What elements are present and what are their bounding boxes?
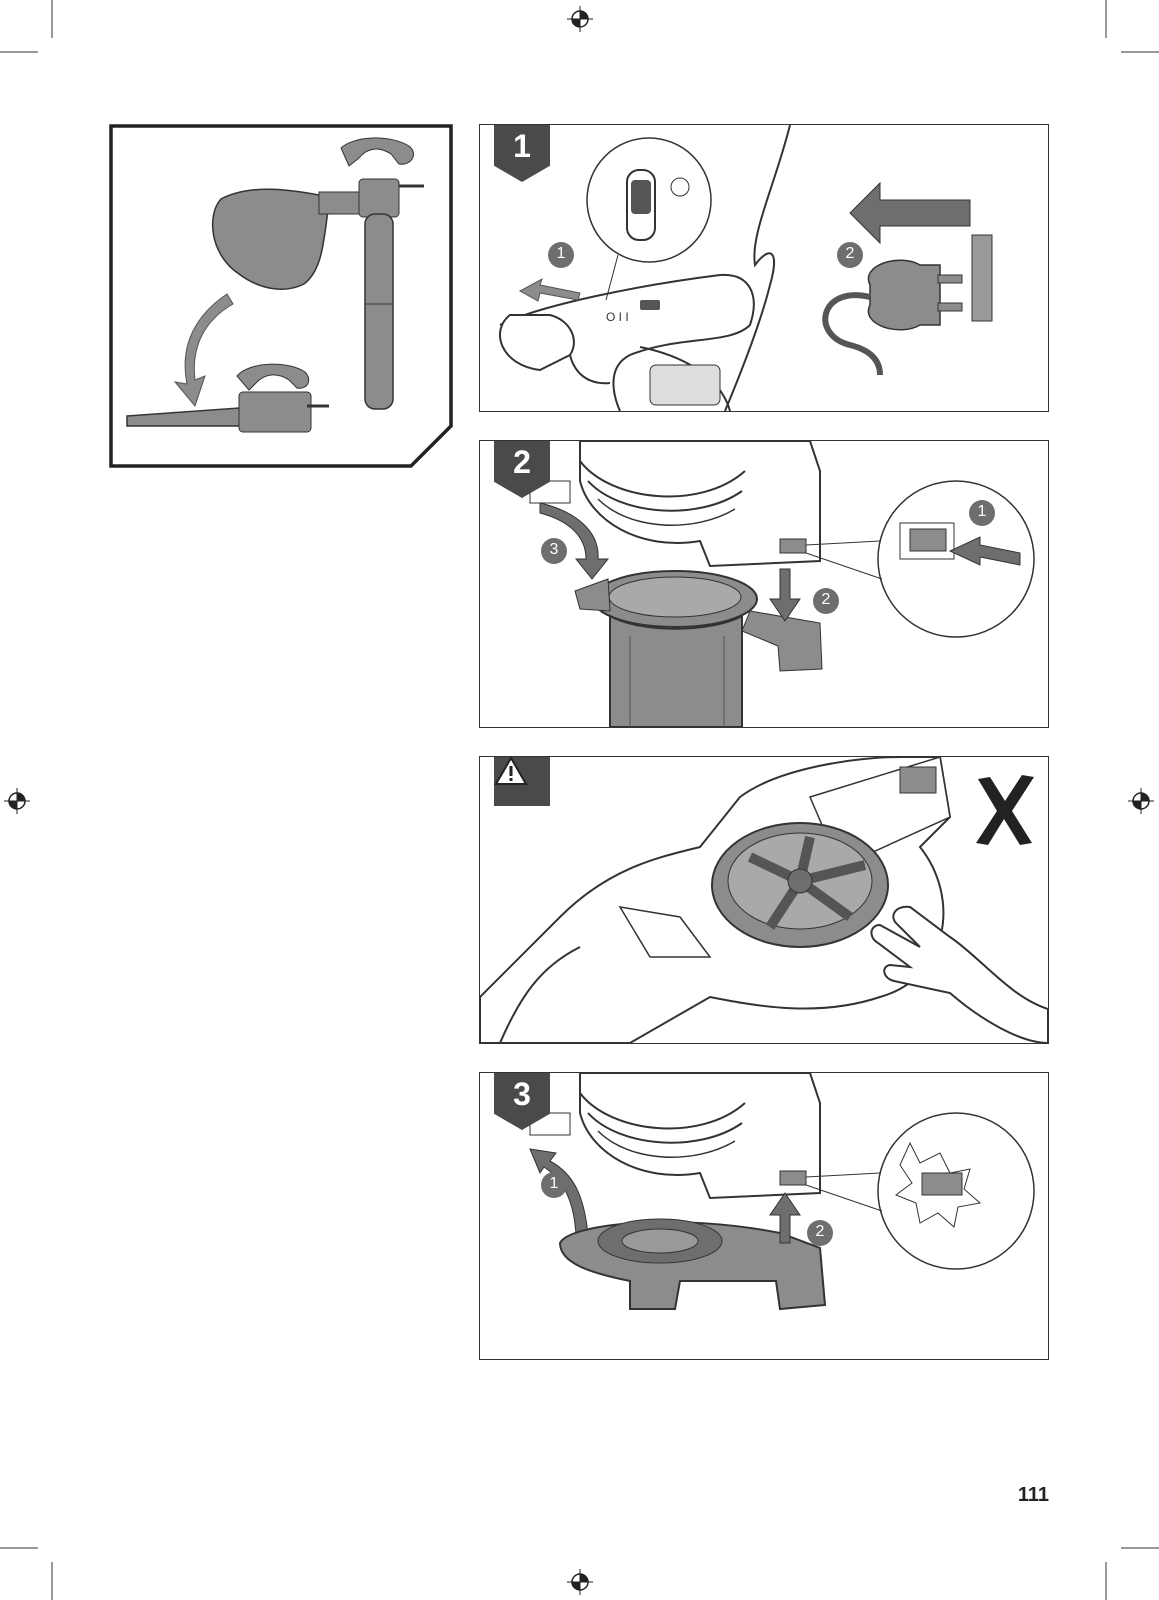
latch-release-icon: [780, 539, 806, 553]
unplug-arrow-icon: [850, 183, 970, 243]
warning-badge: [494, 756, 550, 806]
latch-snap-icon: [780, 1171, 806, 1185]
callout-number: 1: [540, 1175, 568, 1193]
warning-panel: [479, 756, 1049, 1044]
svg-text:O I I: O I I: [606, 310, 629, 324]
callout-number: 1: [547, 245, 575, 263]
power-switch-icon: [640, 300, 660, 310]
callout-number: 1: [968, 503, 996, 521]
callout-number: 3: [540, 541, 568, 559]
callout-number: 2: [806, 1223, 834, 1241]
step-3-panel: 3 1 2: [479, 1072, 1049, 1360]
step-2-panel: 2 1 2 3: [479, 440, 1049, 728]
registration-mark-bottom-icon: [567, 1569, 593, 1595]
step-3-illustration: [480, 1073, 1048, 1359]
warning-illustration: [480, 757, 1048, 1043]
callout-number: 2: [812, 591, 840, 609]
registration-mark-top-icon: [567, 6, 593, 32]
prohibited-x-icon: [976, 775, 1034, 845]
step-2-illustration: [480, 441, 1048, 727]
impeller-icon: [712, 823, 888, 947]
step-1-panel: O I I 1 1 2: [479, 124, 1049, 412]
registration-mark-right-icon: [1128, 788, 1154, 814]
warning-triangle-icon: [494, 756, 528, 786]
registration-mark-left-icon: [4, 788, 30, 814]
callout-number: 2: [836, 245, 864, 263]
page-number: 111: [1018, 1484, 1049, 1507]
overview-panel: [109, 124, 453, 468]
